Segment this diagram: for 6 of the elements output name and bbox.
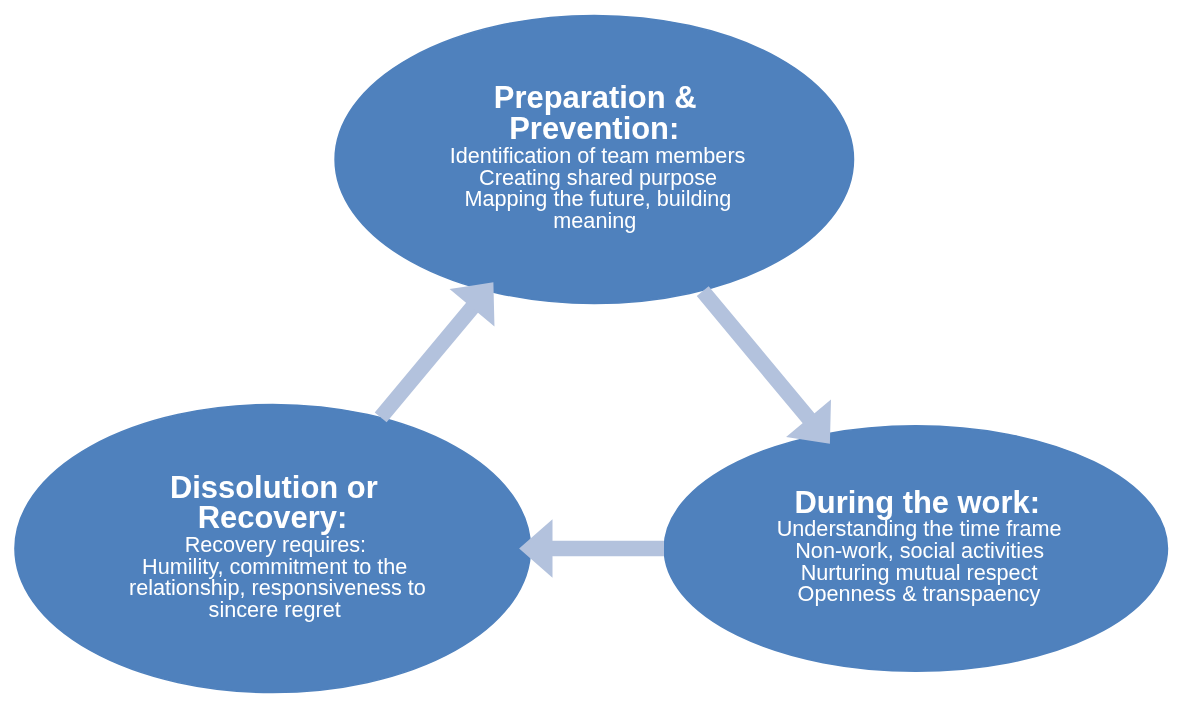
node-ellipse: Preparation & Prevention: Identification of team members Creating shared purpose Mapping the future, building meaning <box>334 14 855 305</box>
node-ellipse: During the work: Understanding the time frame Non-work, social activities Nurturing mutual respect Openness & transpaency <box>663 425 1169 673</box>
arrow <box>374 282 495 423</box>
arrow <box>696 286 831 444</box>
node-ellipse: Dissolution or Recovery: Recovery requires: Humility, commitment to the relationship, responsiveness to sincere regret <box>14 403 532 694</box>
arrow <box>519 519 664 578</box>
